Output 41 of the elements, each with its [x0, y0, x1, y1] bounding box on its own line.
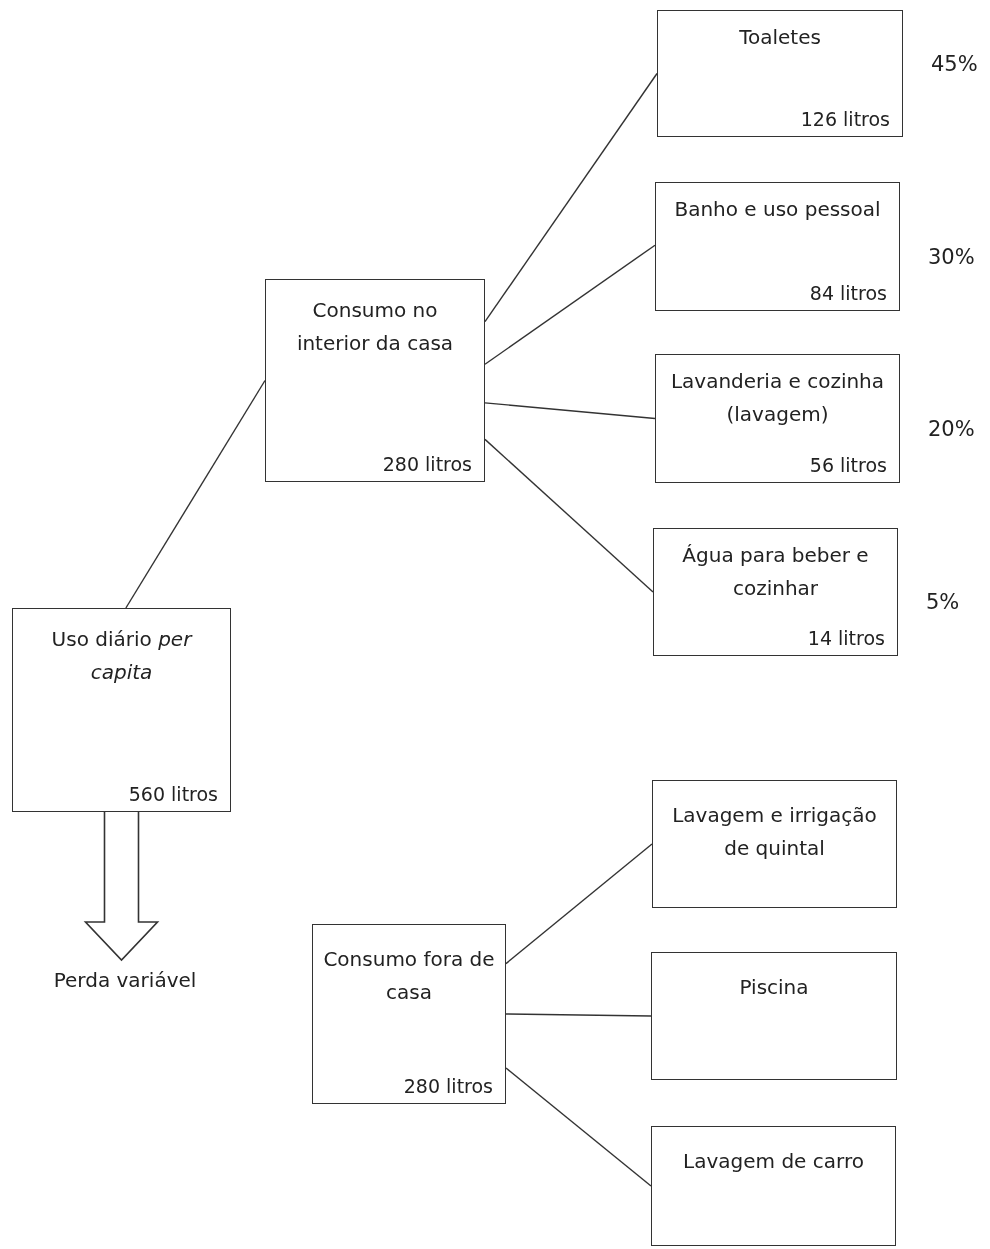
process-box: [12, 608, 231, 812]
connector-line: [505, 843, 653, 965]
volume-label: 560 litros: [128, 783, 218, 805]
percentage-label: 5%: [926, 590, 960, 614]
volume-label: 126 litros: [800, 108, 890, 130]
process-box: [657, 10, 903, 137]
percentage-label: 20%: [928, 416, 975, 441]
process-box: [265, 279, 485, 482]
node-label: Banho e uso pessoal: [673, 196, 882, 223]
node-label: Lavagem de carro: [682, 1148, 865, 1175]
process-box: [655, 354, 900, 483]
node-label: Uso diário per capita: [50, 626, 194, 686]
process-box: [312, 924, 506, 1104]
volume-label: 14 litros: [807, 627, 885, 649]
connector-line: [484, 402, 656, 420]
percentage-label: 45%: [931, 51, 978, 76]
percentage-label: 30%: [928, 244, 975, 269]
node-label: Piscina: [738, 974, 810, 1001]
node-label: Lavanderia e cozinha (lavagem): [669, 368, 886, 428]
connector-line: [484, 244, 656, 365]
node-label: Água para beber e cozinhar: [681, 542, 870, 602]
process-box: [651, 952, 897, 1080]
volume-label: 56 litros: [809, 454, 887, 476]
connector-line: [505, 1013, 652, 1017]
volume-label: 280 litros: [403, 1075, 493, 1097]
volume-label: 280 litros: [382, 453, 472, 475]
process-box: [652, 780, 897, 908]
process-box: [651, 1126, 896, 1246]
node-label: Lavagem e irrigação de quintal: [671, 802, 878, 862]
volume-label: 84 litros: [809, 282, 887, 304]
connector-line: [125, 379, 266, 609]
node-label: Consumo no interior da casa: [295, 297, 455, 357]
process-box: [655, 182, 900, 311]
connector-line: [484, 438, 654, 593]
node-label: Toaletes: [738, 24, 822, 51]
process-box: [653, 528, 898, 656]
connector-line: [484, 72, 658, 323]
node-label: Perda variável: [52, 967, 198, 994]
block-arrow: [83, 811, 160, 962]
connector-line: [505, 1067, 652, 1187]
node-label: Consumo fora de casa: [322, 946, 496, 1006]
